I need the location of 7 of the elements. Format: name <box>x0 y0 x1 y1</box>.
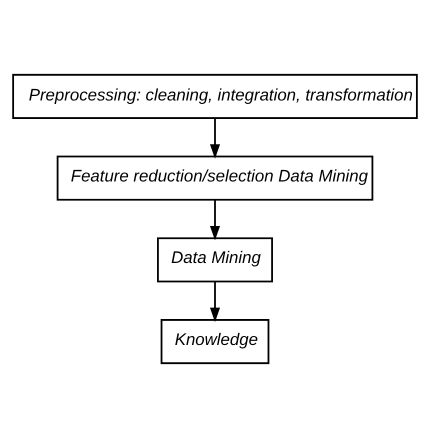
node-box: Preprocessing: cleaning, integration, transformation <box>12 73 418 118</box>
arrow <box>210 200 220 240</box>
arrow <box>210 281 220 322</box>
node-box: Feature reduction/selection Data Mining <box>56 155 374 200</box>
arrow <box>210 118 220 158</box>
node-box: Knowledge <box>160 318 270 364</box>
node-box: Data Mining <box>157 236 273 282</box>
